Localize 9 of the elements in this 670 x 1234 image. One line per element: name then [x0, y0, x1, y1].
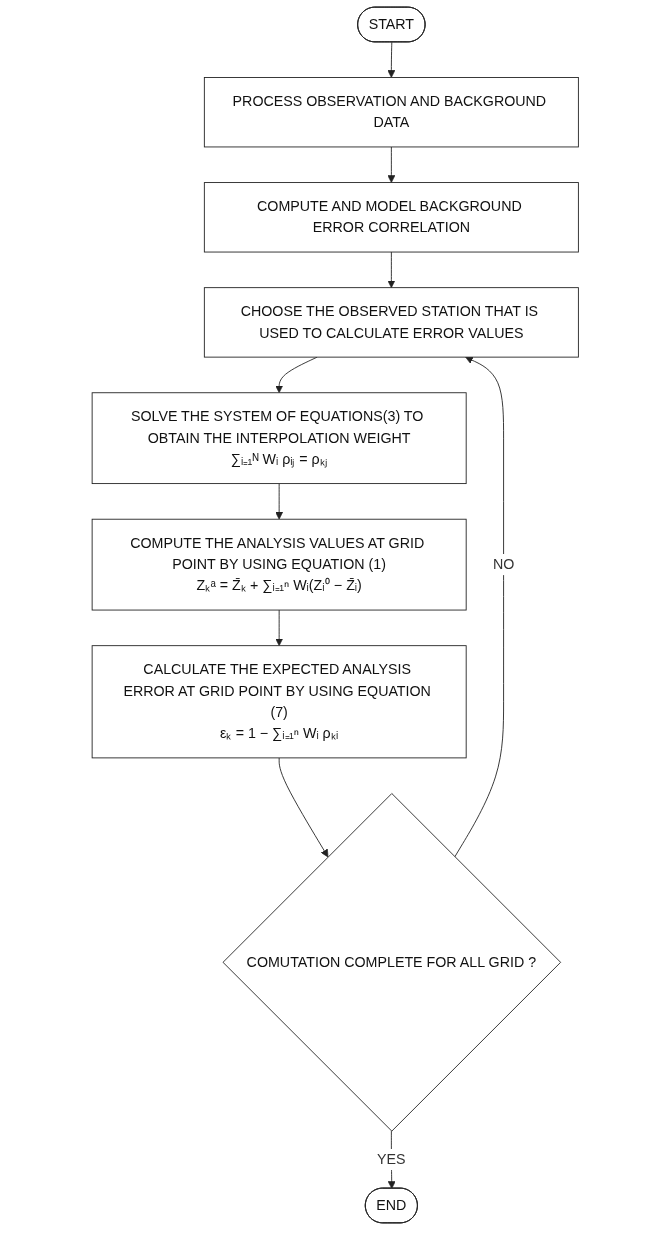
node-box: CALCULATE THE EXPECTED ANALYSIS ERROR AT GRID POINT BY USING EQUATION (7) εₖ = 1 − ∑ᵢ₌₁ⁿ Wᵢ ρₖᵢ: [91, 645, 467, 759]
node-box: CHOOSE THE OBSERVED STATION THAT IS USED TO CALCULATE ERROR VALUES: [203, 287, 579, 358]
node-box: COMPUTE AND MODEL BACKGROUND ERROR CORRELATION: [203, 182, 579, 253]
node-diamond: COMUTATION COMPLETE FOR ALL GRID ?: [222, 793, 561, 1132]
node-box: PROCESS OBSERVATION AND BACKGROUND DATA: [203, 77, 579, 148]
node-box: SOLVE THE SYSTEM OF EQUATIONS(3) TO OBTAIN THE INTERPOLATION WEIGHT ∑ᵢ₌₁ᴺ Wᵢ ρᵢⱼ = ρₖⱼ: [91, 392, 467, 485]
edge-label: NO: [492, 556, 514, 572]
node-box: COMPUTE THE ANALYSIS VALUES AT GRID POINT BY USING EQUATION (1) Zₖᵃ = Z̄ₖ + ∑ᵢ₌₁ⁿ Wᵢ(Zᵢ⁰ − Z̄ᵢ): [91, 518, 467, 611]
edge-label: YES: [376, 1151, 406, 1167]
